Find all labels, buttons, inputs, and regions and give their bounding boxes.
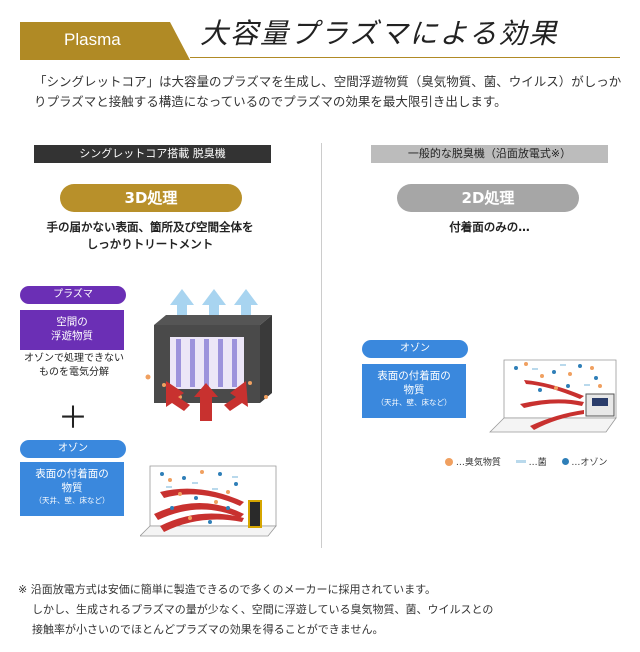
column-divider (321, 143, 322, 548)
left-ozone-line1: 表面の付着面の (35, 468, 109, 480)
plasma-note: オゾンで処理できない ものを電気分解 (14, 352, 134, 380)
left-desc-line2: しっかりトリートメント (86, 237, 214, 251)
ozone-legend-icon (561, 458, 569, 465)
right-ozone-line3: （天井、壁、床など） (376, 398, 452, 407)
right-room-illustration (489, 359, 617, 433)
right-ozone-line2: 物質 (403, 384, 425, 396)
header-underline (190, 57, 620, 58)
right-section-label: 一般的な脱臭機（沿面放電式※） (371, 145, 608, 163)
plasma-note-line1: オゾンで処理できない (24, 353, 124, 364)
right-ozone-box: 表面の付着面の 物質 （天井、壁、床など） (362, 364, 466, 418)
plasma-pill: プラズマ (20, 286, 126, 304)
section-tag: Plasma (20, 22, 190, 60)
germ-legend-icon (515, 460, 526, 463)
singlet-core-illustration (145, 289, 272, 421)
left-mode-pill: 3D処理 (60, 184, 242, 212)
left-section-label: シングレットコア搭載 脱臭機 (34, 145, 271, 163)
odor-legend-icon (445, 457, 453, 466)
upward-airflow-arrows (170, 289, 258, 321)
footnote: ※ 沿面放電方式は安価に簡単に製造できるので多くのメーカーに採用されています。 … (18, 580, 628, 640)
plasma-box-line2: 浮遊物質 (51, 330, 93, 342)
right-mode-pill: 2D処理 (397, 184, 579, 212)
plasma-note-line2: ものを電気分解 (39, 367, 109, 378)
right-description: 付着面のみの… (449, 220, 530, 234)
legend: …臭気物質 …菌 …オゾン (445, 455, 607, 468)
odor-legend-label: …臭気物質 (455, 458, 501, 468)
plus-sign: ＋ (58, 401, 88, 436)
left-description: 手の届かない表面、箇所及び空間全体を しっかりトリートメント (20, 219, 280, 253)
footnote-line1: ※ 沿面放電方式は安価に簡単に製造できるので多くのメーカーに採用されています。 (18, 583, 437, 596)
left-ozone-pill: オゾン (20, 440, 126, 458)
right-ozone-pill: オゾン (362, 340, 468, 358)
left-desc-line1: 手の届かない表面、箇所及び空間全体を (46, 220, 254, 234)
left-ozone-box: 表面の付着面の 物質 （天井、壁、床など） (20, 462, 124, 516)
footnote-line2: しかし、生成されるプラズマの量が少なく、空間に浮遊している臭気物質、菌、ウイルス… (32, 603, 494, 616)
page-title: 大容量プラズマによる効果 (200, 17, 559, 50)
right-ozone-line1: 表面の付着面の (377, 370, 451, 382)
germ-legend-label: …菌 (528, 458, 547, 468)
left-room-illustration (140, 465, 277, 537)
footnote-line3: 接触率が小さいのでほとんどプラズマの効果を得ることができません。 (32, 623, 384, 636)
inflow-arrows (166, 381, 248, 421)
left-ozone-line2: 物質 (61, 482, 83, 494)
section-tag-label: Plasma (64, 30, 121, 49)
ozone-legend-label: …オゾン (571, 458, 608, 468)
plasma-box: 空間の 浮遊物質 (20, 310, 124, 350)
plasma-box-line1: 空間の (56, 316, 88, 328)
left-ozone-line3: （天井、壁、床など） (34, 496, 110, 505)
intro-text: 「シングレットコア」は大容量のプラズマを生成し、空間浮遊物質（臭気物質、菌、ウイ… (34, 74, 622, 109)
